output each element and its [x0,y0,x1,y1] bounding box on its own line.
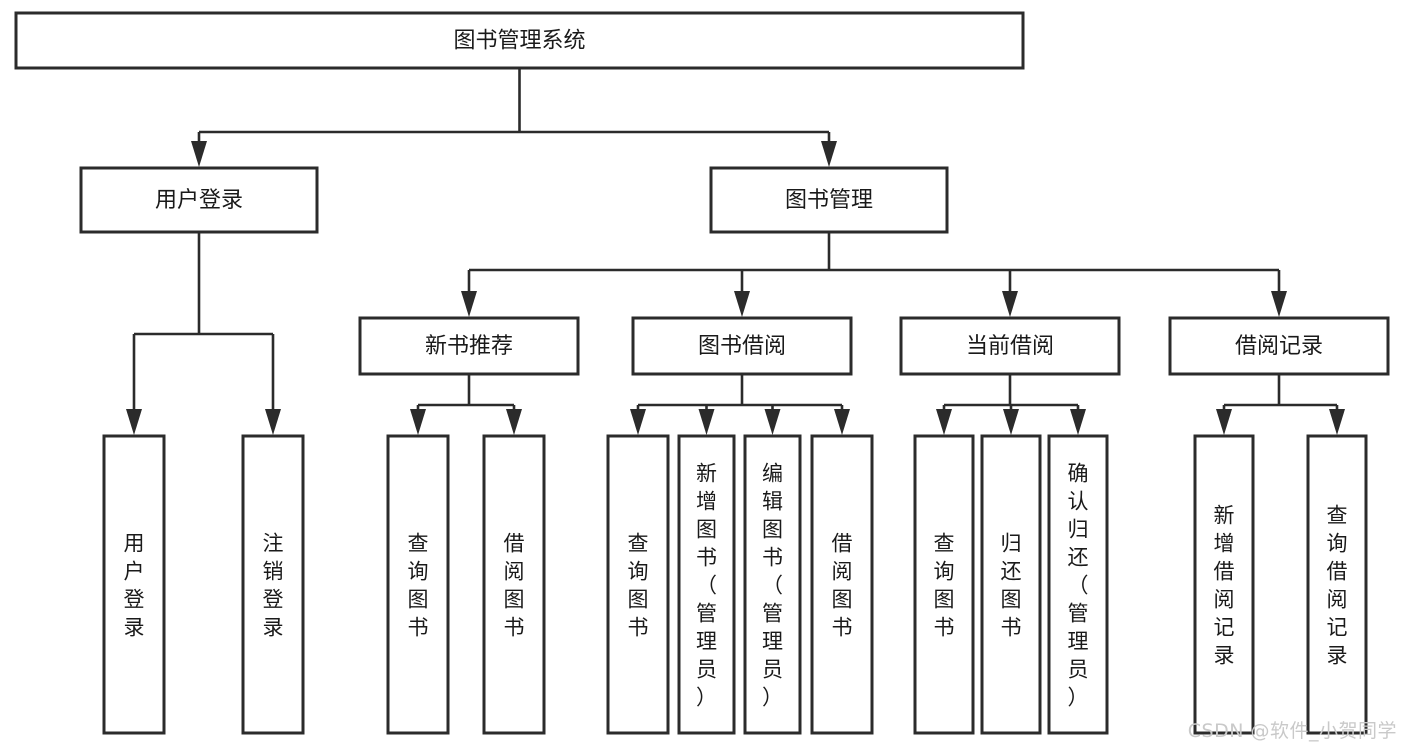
node-box[interactable] [79,166,319,234]
node-label: 新增图书（管理员） [696,461,717,709]
node-l3_0[interactable]: 新书推荐 [358,316,580,376]
node-box[interactable] [677,434,736,735]
arrow-head-icon [698,409,715,435]
node-leaf_8[interactable]: 查询图书 [913,434,975,735]
node-leaf_7[interactable]: 借阅图书 [810,434,874,735]
node-l3_3[interactable]: 借阅记录 [1168,316,1390,376]
node-label: 图书借阅 [698,334,786,359]
arrow-head-icon [265,409,281,435]
node-box[interactable] [1306,434,1368,735]
node-box[interactable] [631,316,853,376]
arrow-head-icon [821,141,837,167]
node-label: 借阅图书 [504,531,525,639]
node-label: 用户登录 [155,188,243,213]
node-label: 确认归还（管理员） [1068,461,1089,709]
node-box[interactable] [1168,316,1390,376]
node-leaf_4[interactable]: 查询图书 [606,434,670,735]
node-leaf_3[interactable]: 借阅图书 [482,434,546,735]
node-label: 新书推荐 [425,334,513,359]
node-label: 归还图书 [1001,531,1022,639]
node-label: 用户登录 [124,531,145,639]
arrow-head-icon [410,409,426,435]
arrow-head-icon [1329,409,1345,435]
node-leaf_0[interactable]: 用户登录 [102,434,166,735]
arrow-head-icon [764,409,781,435]
node-leaf_1[interactable]: 注销登录 [241,434,305,735]
node-box[interactable] [482,434,546,735]
arrow-head-icon [126,409,142,435]
node-leaf_10[interactable]: 确认归还（管理员） [1047,434,1109,735]
node-box[interactable] [358,316,580,376]
node-leaf_12[interactable]: 查询借阅记录 [1306,434,1368,735]
node-label: 编辑图书（管理员） [762,461,783,709]
arrow-head-icon [734,291,750,317]
node-leaf_11[interactable]: 新增借阅记录 [1193,434,1255,735]
arrow-head-icon [1070,409,1086,435]
node-label: 注销登录 [263,531,284,639]
node-box[interactable] [810,434,874,735]
node-box[interactable] [709,166,949,234]
node-label: 查询图书 [408,531,429,639]
node-label: 查询图书 [628,531,649,639]
node-l3_1[interactable]: 图书借阅 [631,316,853,376]
arrow-head-icon [630,409,646,435]
node-label: 查询图书 [934,531,955,639]
arrow-head-icon [461,291,477,317]
node-box[interactable] [1047,434,1109,735]
node-l3_2[interactable]: 当前借阅 [899,316,1121,376]
node-l2_1[interactable]: 图书管理 [709,166,949,234]
node-box[interactable] [241,434,305,735]
arrow-head-icon [936,409,952,435]
arrow-head-icon [506,409,522,435]
node-label: 当前借阅 [966,334,1054,359]
node-l2_0[interactable]: 用户登录 [79,166,319,234]
node-box[interactable] [980,434,1042,735]
node-label: 图书管理系统 [453,29,585,54]
node-box[interactable] [743,434,802,735]
node-box[interactable] [1193,434,1255,735]
node-leaf_9[interactable]: 归还图书 [980,434,1042,735]
node-leaf_5[interactable]: 新增图书（管理员） [677,434,736,735]
node-label: 图书管理 [785,188,873,213]
node-box[interactable] [102,434,166,735]
node-boxes: 图书管理系统用户登录图书管理新书推荐图书借阅当前借阅借阅记录用户登录注销登录查询… [14,11,1390,735]
node-label: 查询借阅记录 [1327,503,1348,667]
arrow-head-icon [191,141,207,167]
node-label: 新增借阅记录 [1214,503,1235,667]
arrow-head-icon [1216,409,1232,435]
node-box[interactable] [913,434,975,735]
node-box[interactable] [14,11,1025,70]
node-leaf_2[interactable]: 查询图书 [386,434,450,735]
node-leaf_6[interactable]: 编辑图书（管理员） [743,434,802,735]
node-box[interactable] [606,434,670,735]
arrow-head-icon [1271,291,1287,317]
node-label: 借阅图书 [832,531,853,639]
node-box[interactable] [899,316,1121,376]
node-box[interactable] [386,434,450,735]
node-label: 借阅记录 [1235,334,1323,359]
connector-links [126,68,1345,435]
arrow-head-icon [1003,409,1019,435]
arrow-head-icon [834,409,850,435]
arrow-head-icon [1002,291,1018,317]
node-root[interactable]: 图书管理系统 [14,11,1025,70]
